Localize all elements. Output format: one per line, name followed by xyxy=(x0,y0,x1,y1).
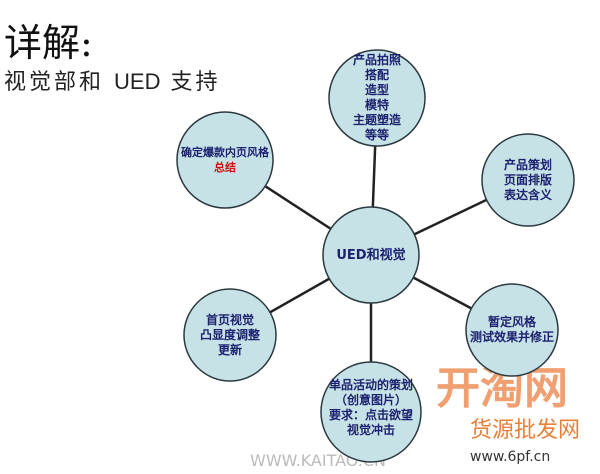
subtitle-cn2: 支持 xyxy=(170,70,221,95)
node-line: 测试效果并修正 xyxy=(469,330,554,344)
subtitle-en: UED xyxy=(114,69,161,94)
node-line: 搭配 xyxy=(364,68,389,82)
node-style: 暂定风格 测试效果并修正 xyxy=(460,284,564,376)
node-line: 主题塑造 xyxy=(352,113,401,127)
node-line: 页面排版 xyxy=(503,172,552,187)
center-label: UED和视觉 xyxy=(336,247,406,263)
node-line: 表达含义 xyxy=(503,187,552,202)
watermark-tagline: 货源批发网 xyxy=(470,418,581,443)
node-line: 要求：点击欲望 xyxy=(328,408,413,422)
center-node: UED和视觉 xyxy=(323,207,419,303)
node-line: 首页视觉 xyxy=(205,312,254,327)
center-circle xyxy=(322,206,420,304)
node-circle xyxy=(481,133,575,227)
node-line: 产品策划 xyxy=(503,157,552,172)
node-bestseller: 确定爆款内页风格 总结 xyxy=(167,112,283,208)
node-line: 更新 xyxy=(217,342,242,357)
node-line: 模特 xyxy=(364,98,389,112)
subtitle-cn: 视觉部和 xyxy=(4,70,105,95)
node-circle xyxy=(183,288,277,382)
node-line: 确定爆款内页风格 xyxy=(181,146,269,159)
node-line: 凸显度调整 xyxy=(199,327,260,342)
node-circle xyxy=(465,283,559,377)
node-line: 产品拍照 xyxy=(352,53,401,67)
node-highlight: 总结 xyxy=(214,161,236,174)
node-line: 单品活动的策划 xyxy=(328,378,413,392)
node-planning: 产品策划 页面排版 表达含义 xyxy=(482,134,574,226)
node-campaign: 单品活动的策划 （创意图片） 要求：点击欲望 视觉冲击 xyxy=(316,366,426,450)
node-line: （创意图片） xyxy=(334,393,407,407)
watermark-url: www.6pf.cn xyxy=(470,449,551,465)
node-photography: 产品拍照 搭配 造型 模特 主题塑造 等等 xyxy=(329,50,425,146)
node-circle xyxy=(328,49,426,147)
node-circle xyxy=(320,361,422,463)
node-line: 等等 xyxy=(364,128,389,142)
page-title: 详解: xyxy=(4,21,93,65)
node-circle xyxy=(176,111,274,209)
node-line: 视觉冲击 xyxy=(346,423,395,437)
node-line: 暂定风格 xyxy=(487,315,536,329)
subtitle: 视觉部和 UED 支持 xyxy=(4,64,220,96)
node-line: 造型 xyxy=(364,83,389,97)
node-homepage: 首页视觉 凸显度调整 更新 xyxy=(184,289,276,381)
